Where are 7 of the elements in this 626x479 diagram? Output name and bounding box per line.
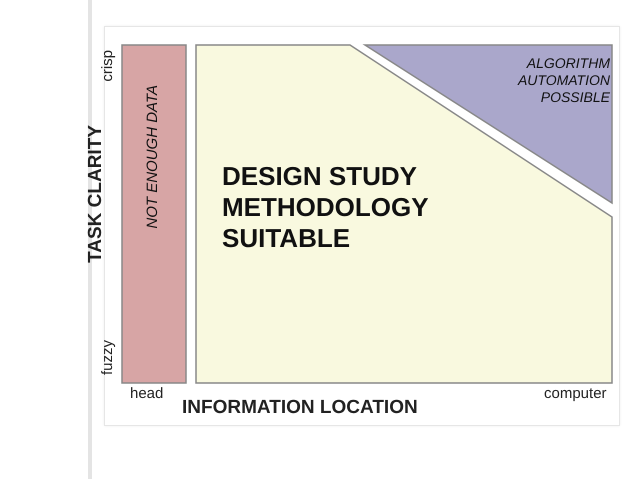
axis-title: TASK CLARITY	[86, 125, 107, 263]
region-label: NOT ENOUGH DATA	[144, 85, 162, 229]
region-label: ALGORITHM AUTOMATION POSSIBLE	[516, 55, 610, 106]
axis-tick-label: head	[130, 386, 164, 402]
axis-tick-label: computer	[544, 386, 607, 402]
region-label: DESIGN STUDY METHODOLOGY SUITABLE	[222, 161, 430, 255]
axis-title: INFORMATION LOCATION	[182, 398, 418, 419]
